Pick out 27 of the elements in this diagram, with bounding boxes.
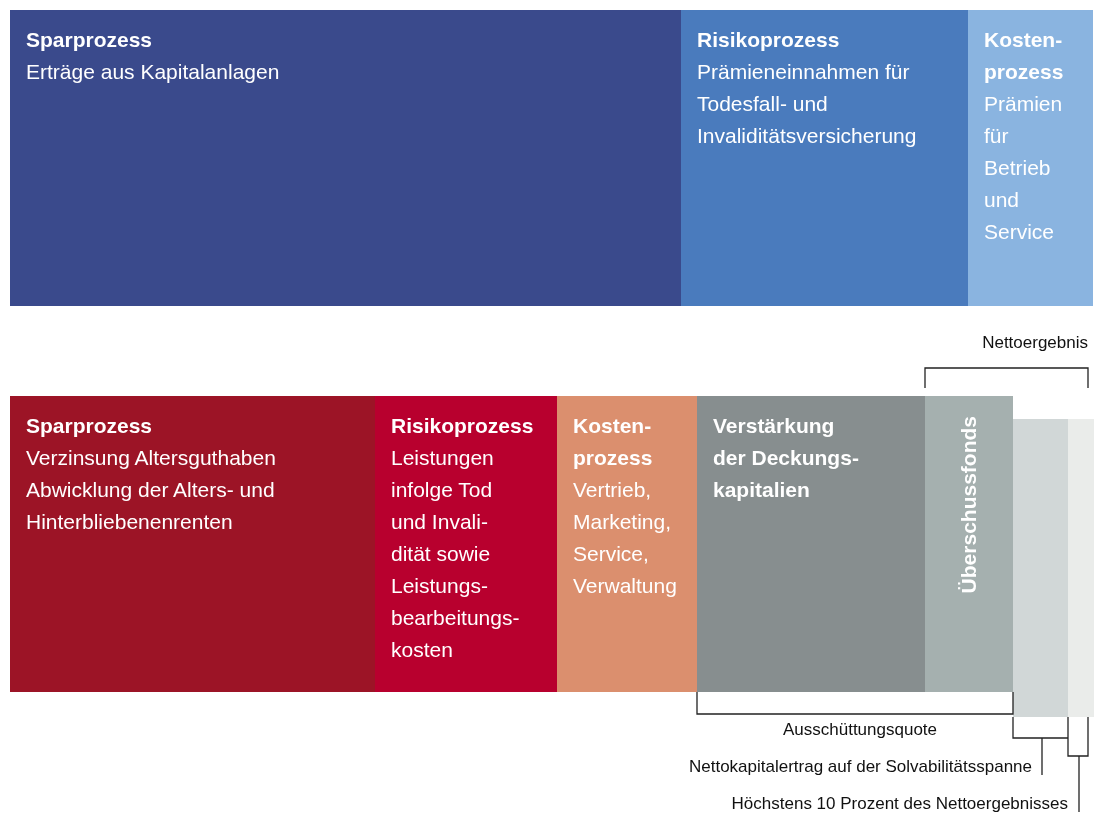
block-heading: Sparprozess xyxy=(26,27,154,53)
block-text: Leistungen infolge Tod und Invali- dität sowie Leistungs- bearbeitungs- kosten xyxy=(391,445,521,663)
process-block xyxy=(375,396,557,692)
block-text: Vertrieb, Marketing, Service, Verwaltung xyxy=(573,477,678,599)
process-block xyxy=(10,396,375,692)
block-text: Prämien für Betrieb und Service xyxy=(984,91,1064,245)
process-block xyxy=(925,396,1013,692)
block-text: Erträge aus Kapitalanlagen xyxy=(26,59,281,85)
bracket-label: Höchstens 10 Prozent des Nettoergebnisses xyxy=(731,794,1068,814)
bar-segment xyxy=(1068,419,1094,717)
process-block xyxy=(681,10,968,306)
block-heading: Überschussfonds xyxy=(956,416,981,594)
block-heading: Verstärkung der Deckungs- kapitalien xyxy=(713,413,860,503)
bar-segment xyxy=(1013,419,1068,717)
bracket-label: Nettokapitalertrag auf der Solvabilitätsspanne xyxy=(688,757,1032,777)
process-block xyxy=(557,396,697,692)
bracket-label: Ausschüttungsquote xyxy=(782,720,938,740)
block-heading: Risikoprozess xyxy=(697,27,841,53)
block-heading: Sparprozess xyxy=(26,413,154,439)
bracket-label: Nettoergebnis xyxy=(982,333,1088,353)
block-heading: Risikoprozess xyxy=(391,413,531,439)
process-block xyxy=(10,10,681,306)
block-text: Verzinsung Altersguthaben Abwicklung der Alters- und Hinterbliebenenrenten xyxy=(26,445,277,535)
process-block xyxy=(697,396,925,692)
process-block xyxy=(968,10,1093,306)
block-heading: Kosten- prozess xyxy=(984,27,1064,85)
block-heading: Kosten- prozess xyxy=(573,413,654,471)
